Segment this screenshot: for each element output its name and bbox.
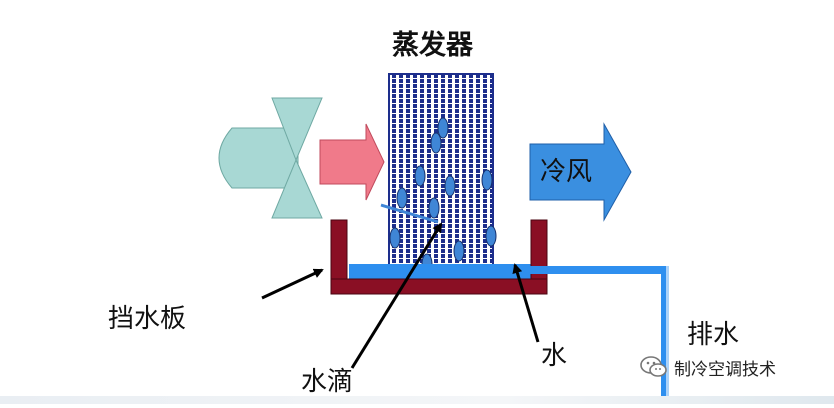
droplet-pointer: [350, 222, 443, 369]
cold-air-arrow: [529, 122, 632, 222]
drain-pipe: [530, 266, 669, 404]
bottom-strip: [0, 396, 834, 404]
watermark: 制冷空调技术: [640, 352, 776, 382]
falling-droplet-streak: [380, 203, 439, 224]
droplet-label: 水滴: [301, 367, 354, 397]
watermark-text: 制冷空调技术: [674, 359, 776, 380]
drain-label: 排水: [687, 320, 740, 350]
water-label: 水: [541, 341, 568, 371]
drip-tray: [330, 219, 548, 295]
fan-icon: [218, 97, 323, 219]
baffle-pointer: [261, 268, 324, 300]
inlet-air-arrow: [319, 123, 385, 201]
wechat-icon: [640, 356, 667, 377]
water-pointer: [512, 263, 540, 343]
cold-air-label: 冷风: [540, 157, 593, 187]
evaporator-coil: [388, 73, 494, 281]
evaporator-title: 蒸发器: [392, 30, 473, 61]
baffle-label: 挡水板: [108, 304, 187, 334]
